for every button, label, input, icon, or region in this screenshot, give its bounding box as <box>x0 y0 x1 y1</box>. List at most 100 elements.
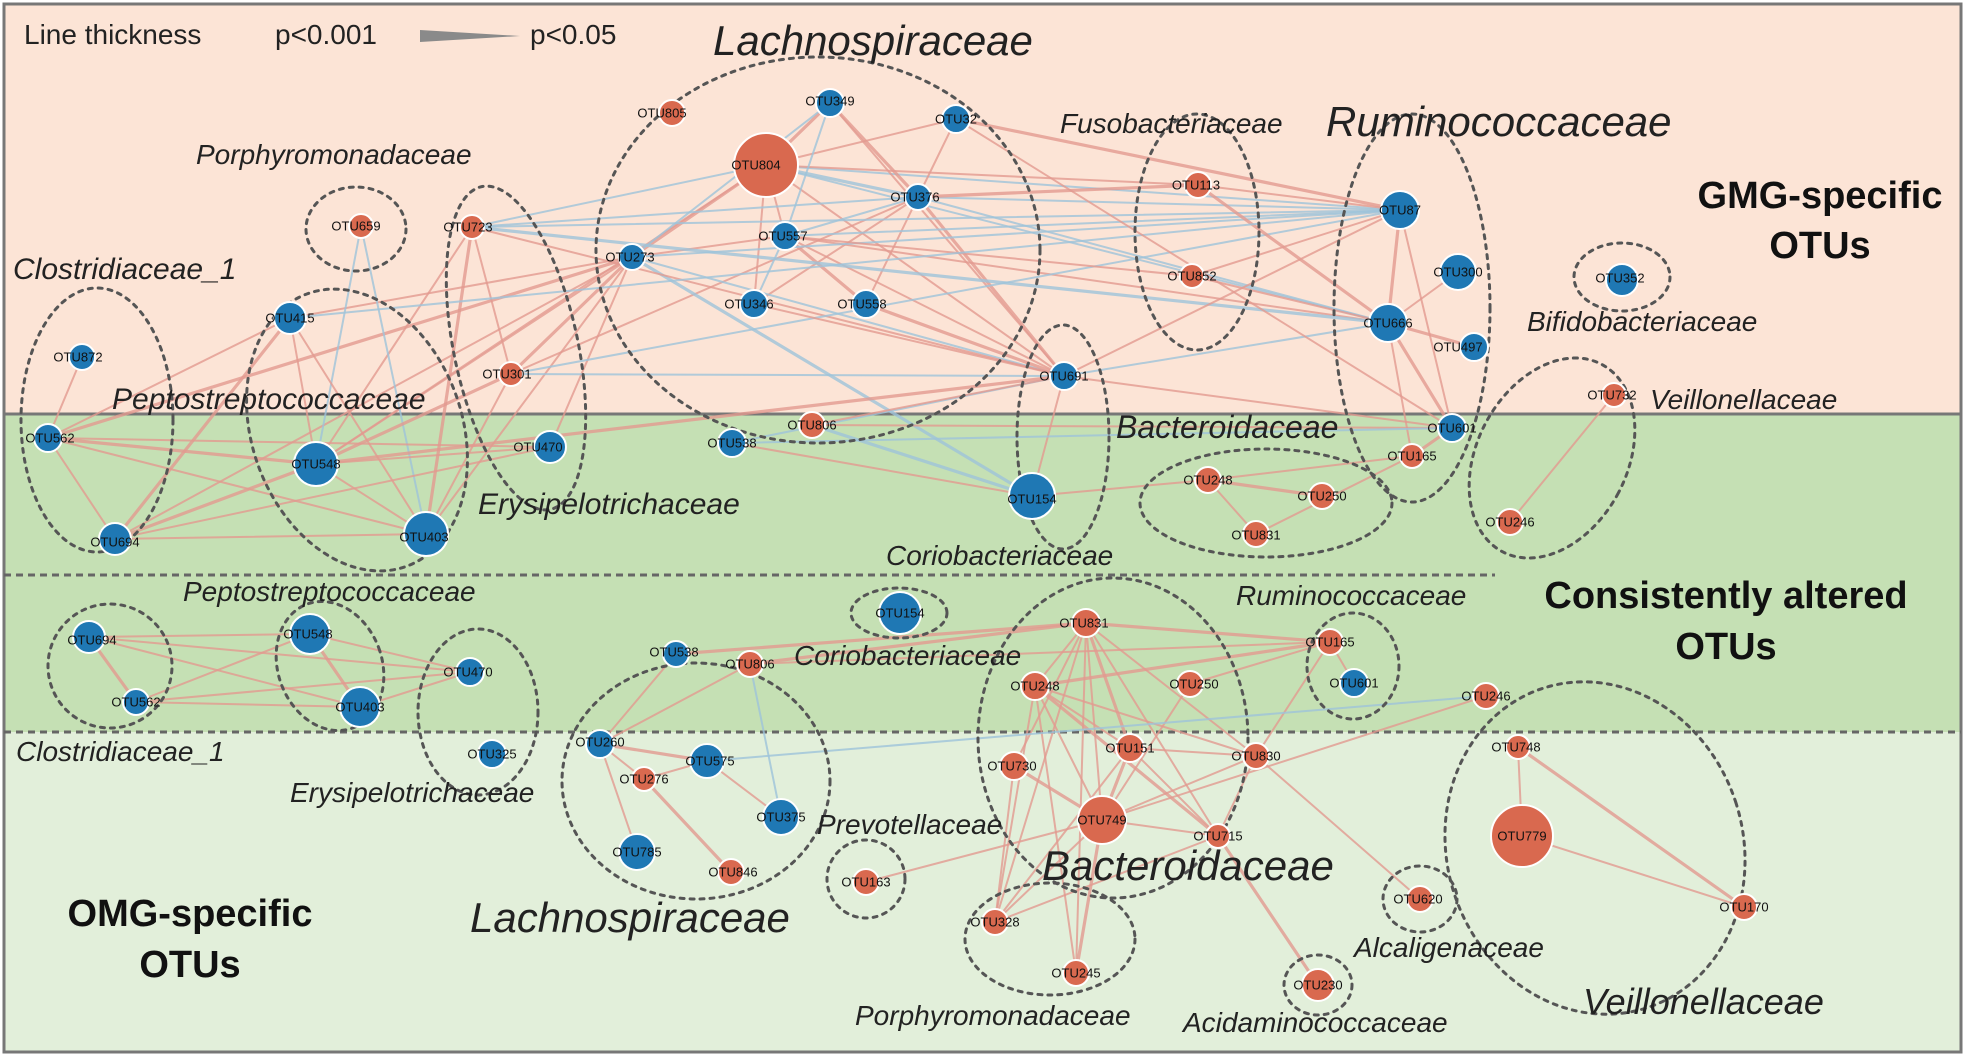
correlation-edge <box>88 636 471 673</box>
correlation-edge <box>1075 622 1087 974</box>
node-label: OTU151 <box>1105 741 1154 756</box>
otu-node: OTU113 <box>1172 171 1220 199</box>
correlation-edge <box>916 183 1200 199</box>
otu-node: OTU785 <box>612 833 662 871</box>
correlation-edge <box>994 835 1219 923</box>
clusters-layer <box>19 55 1747 1017</box>
node-label: OTU113 <box>1172 178 1220 193</box>
omg-title-line1: OMG-specific <box>68 893 313 935</box>
cluster-ruminococcaceae-top <box>1332 112 1492 504</box>
otu-node: OTU691 <box>1039 361 1089 391</box>
family-label: Lachnospiraceae <box>713 17 1033 64</box>
otu-node: OTU415 <box>265 301 315 335</box>
correlation-edge <box>954 117 1402 212</box>
correlation-edge <box>631 102 831 258</box>
node-label: OTU403 <box>399 530 448 545</box>
correlation-edge <box>510 209 1401 375</box>
family-label: Clostridiaceae_1 <box>16 736 225 767</box>
correlation-edge <box>289 256 633 319</box>
node-label: OTU723 <box>443 220 492 235</box>
correlation-edge <box>916 195 1066 378</box>
correlation-edge <box>1197 184 1401 211</box>
otu-node: OTU557 <box>758 221 808 251</box>
otu-node: OTU562 <box>25 423 75 453</box>
node-label: OTU666 <box>1363 316 1412 331</box>
correlation-edge <box>1387 322 1413 457</box>
otu-node: OTU346 <box>724 289 774 319</box>
node-label: OTU831 <box>1059 616 1108 631</box>
family-label: Peptostreptococcaceae <box>112 383 426 416</box>
otu-node: OTU831 <box>1059 608 1109 638</box>
node-label: OTU830 <box>1231 749 1280 764</box>
cluster-peptostreptococcaceae-top <box>245 287 469 573</box>
family-label: Clostridiaceae_1 <box>13 253 236 286</box>
node-label: OTU749 <box>1077 813 1126 828</box>
otu-node: OTU300 <box>1433 253 1483 291</box>
family-label: Porphyromonadaceae <box>855 1000 1131 1031</box>
node-label: OTU325 <box>467 747 516 762</box>
correlation-edge <box>471 164 767 228</box>
correlation-edge <box>47 437 427 535</box>
correlation-edge <box>748 621 1088 666</box>
cluster-bacteroidaceae-top <box>1138 447 1394 559</box>
family-label: Erysipelotrichaceae <box>290 777 534 808</box>
correlation-edge <box>1085 622 1257 757</box>
node-label: OTU806 <box>787 418 836 433</box>
node-label: OTU548 <box>291 457 340 472</box>
correlation-edge <box>753 303 1065 377</box>
otu-node: OTU723 <box>443 214 493 240</box>
family-label: Coriobacteriaceae <box>794 640 1021 671</box>
correlation-edge <box>865 819 1103 883</box>
cluster-lachnospiraceae-bottom <box>560 661 832 901</box>
correlation-edge <box>471 209 1401 228</box>
node-label: OTU785 <box>612 845 661 860</box>
otu-node: OTU328 <box>970 908 1020 936</box>
correlation-edge <box>1206 478 1324 498</box>
gmg-specific-band <box>4 4 1961 414</box>
node-label: OTU273 <box>605 250 654 265</box>
otu-node: OTU804 <box>731 132 799 198</box>
correlation-edge <box>784 196 919 237</box>
node-label: OTU376 <box>890 190 939 205</box>
node-label: OTU260 <box>575 735 624 750</box>
node-label: OTU694 <box>67 633 116 648</box>
node-label: OTU154 <box>875 606 924 621</box>
family-label: Fusobacteriaceae <box>1060 108 1283 139</box>
correlation-edge <box>114 256 633 540</box>
otu-node: OTU538 <box>707 428 757 458</box>
family-label: Ruminococcaceae <box>1236 580 1466 611</box>
correlation-edge <box>749 641 1331 665</box>
consistent-title-line1: Consistently altered <box>1544 575 1907 617</box>
correlation-edge <box>811 424 1453 429</box>
correlation-edge <box>630 255 1034 498</box>
correlation-edge <box>88 633 311 638</box>
otu-node: OTU730 <box>987 751 1037 781</box>
cluster-peptostreptococcaceae-mid-right <box>274 599 386 733</box>
family-labels: Lachnospiraceae Porphyromonadaceae Fusob… <box>13 17 1837 1038</box>
otu-node: OTU601 <box>1329 668 1379 698</box>
node-label: OTU352 <box>1595 271 1644 286</box>
node-label: OTU538 <box>649 645 698 660</box>
otu-node: OTU248 <box>1183 466 1233 494</box>
correlation-edge <box>289 317 317 465</box>
node-label: OTU846 <box>708 865 757 880</box>
node-label: OTU601 <box>1427 421 1476 436</box>
family-label: Prevotellaceae <box>817 809 1002 840</box>
correlation-edge <box>1034 685 1257 757</box>
otu-node: OTU548 <box>291 441 341 487</box>
family-label: Alcaligenaceae <box>1352 932 1544 963</box>
cluster-bacteroidaceae-bottom <box>976 576 1250 900</box>
correlation-edge <box>1509 394 1615 523</box>
node-label: OTU730 <box>987 759 1036 774</box>
cluster-coriobacteriaceae-mid <box>849 586 949 640</box>
otu-node: OTU403 <box>399 511 449 557</box>
correlation-edge <box>114 533 427 540</box>
correlation-edge <box>113 316 292 541</box>
family-label: Ruminococcaceae <box>1326 98 1672 145</box>
node-label: OTU246 <box>1485 515 1534 530</box>
node-label: OTU575 <box>685 754 734 769</box>
node-label: OTU248 <box>1010 679 1059 694</box>
node-label: OTU557 <box>758 229 807 244</box>
